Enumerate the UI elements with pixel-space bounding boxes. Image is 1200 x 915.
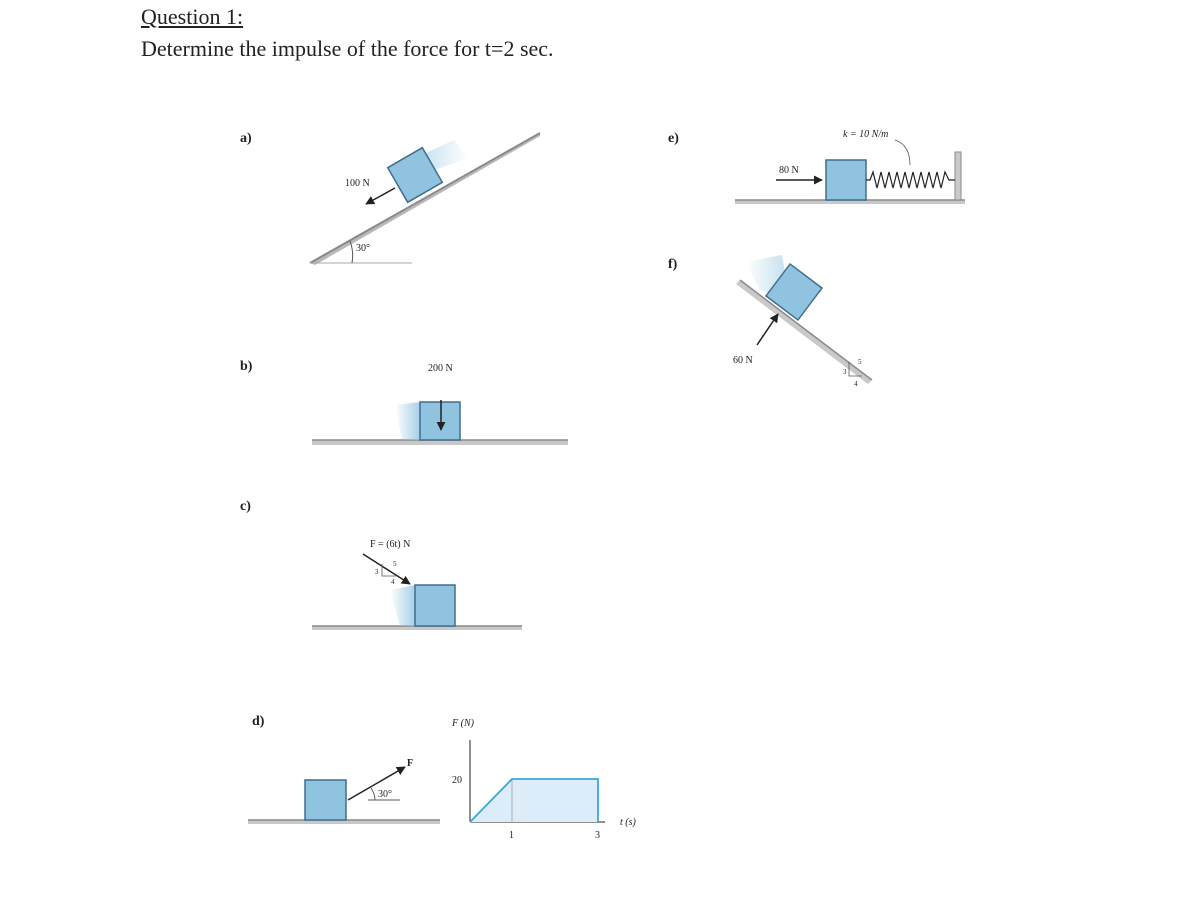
figure-f: f) 60 N 3 4 5	[668, 255, 873, 388]
force-arrow	[347, 766, 406, 801]
slope-triangle	[381, 564, 396, 577]
question-title: Question 1:	[141, 4, 244, 29]
figure-b-label: b)	[240, 359, 253, 374]
ground	[312, 626, 522, 630]
angle-arc	[370, 787, 376, 801]
graph-area	[470, 779, 598, 822]
force-label: 100 N	[345, 178, 370, 189]
figure-f-label: f)	[668, 257, 678, 272]
graph-yval: 20	[452, 775, 462, 786]
motion-blur	[424, 140, 469, 170]
slope-5: 5	[858, 358, 862, 366]
question-text: Determine the impulse of the force for t…	[141, 36, 554, 61]
ground	[735, 200, 965, 204]
slope-4: 4	[391, 578, 395, 586]
block	[825, 159, 867, 201]
angle-label: 30°	[356, 243, 370, 254]
graph-x1: 1	[509, 830, 514, 841]
incline-surface	[736, 280, 872, 384]
spring	[866, 169, 955, 189]
figure-c: c) F = (6t) N 3 4 5	[240, 499, 522, 630]
angle-arc	[349, 240, 354, 264]
block	[386, 146, 444, 204]
block	[304, 779, 347, 821]
spring-constant-label: k = 10 N/m	[843, 129, 888, 140]
motion-blur	[395, 402, 420, 440]
block	[764, 262, 824, 322]
slope-triangle	[848, 362, 862, 377]
block	[414, 584, 456, 627]
figure-b: b) 200 N	[240, 359, 568, 445]
force-arrow	[362, 553, 411, 585]
angle-label: 30°	[378, 789, 392, 800]
force-label: 60 N	[733, 355, 753, 366]
figure-e: e) 80 N k = 10 N/m	[668, 129, 965, 204]
block	[419, 401, 461, 441]
force-label: F = (6t) N	[370, 539, 410, 550]
force-arrow	[365, 187, 396, 205]
slope-3: 3	[375, 568, 379, 576]
wall	[954, 151, 962, 201]
force-label: 200 N	[428, 363, 453, 374]
ground	[248, 820, 440, 824]
slope-5: 5	[393, 560, 397, 568]
force-label: 80 N	[779, 165, 799, 176]
figure-c-label: c)	[240, 499, 251, 514]
graph-x3: 3	[595, 830, 600, 841]
force-label: F	[407, 758, 413, 769]
slope-3: 3	[843, 368, 847, 376]
figure-a: a) 30° 100 N	[240, 131, 541, 265]
figure-a-label: a)	[240, 131, 252, 146]
figure-e-label: e)	[668, 131, 679, 146]
spring-leader	[894, 139, 911, 166]
figure-d: d) F 30° F (N) 20 1 3 t (s)	[248, 714, 637, 841]
ground	[312, 440, 568, 445]
graph-xlabel: t (s)	[620, 817, 637, 828]
graph-ylabel: F (N)	[451, 718, 475, 729]
force-time-graph: F (N) 20 1 3 t (s)	[451, 718, 637, 841]
force-arrow	[756, 313, 779, 346]
slope-4: 4	[854, 380, 858, 388]
incline-line	[309, 132, 541, 264]
graph-line	[469, 778, 599, 823]
figure-d-label: d)	[252, 714, 265, 729]
incline-line	[739, 279, 873, 381]
motion-blur	[390, 585, 415, 626]
